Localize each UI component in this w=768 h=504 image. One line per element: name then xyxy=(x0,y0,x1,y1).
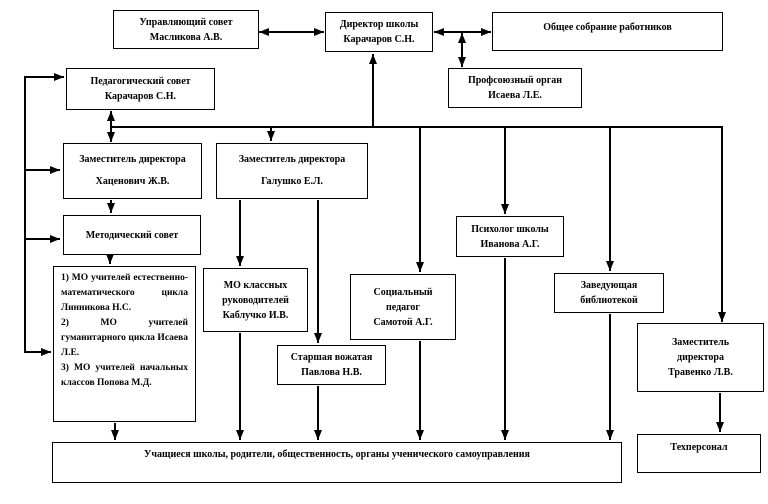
node-mo-list-label: 1) МО учителей естественно-математическо… xyxy=(61,273,188,388)
node-deputy-galushko-label: Заместитель директора Галушко Е.Л. xyxy=(238,154,346,187)
node-senior-counselor-label: Старшая вожатая Павлова Н.В. xyxy=(290,352,373,378)
node-tech-staff-label: Техперсонал xyxy=(670,442,728,453)
node-psychologist: Психолог школы Иванова А.Г. xyxy=(456,216,564,257)
node-librarian-label: Заведующая библиотекой xyxy=(580,280,638,306)
node-psychologist-label: Психолог школы Иванова А.Г. xyxy=(471,223,549,250)
node-students: Учащиеся школы, родители, общественность… xyxy=(52,442,622,483)
node-director: Директор школы Карачаров С.Н. xyxy=(325,12,433,52)
node-trade-union: Профсоюзный орган Исаева Л.Е. xyxy=(448,68,582,108)
node-deputy-galushko: Заместитель директора Галушко Е.Л. xyxy=(216,143,368,199)
node-governing-council-label: Управляющий совет Масликова А.В. xyxy=(139,16,233,43)
node-trade-union-label: Профсоюзный орган Исаева Л.Е. xyxy=(467,75,563,101)
node-deputy-travenko: Заместитель директора Травенко Л.В. xyxy=(637,323,764,392)
node-deputy-travenko-label: Заместитель директора Травенко Л.В. xyxy=(668,337,733,378)
node-pedagogical-council: Педагогический совет Карачаров С.Н. xyxy=(66,68,215,110)
node-methodical-council-label: Методический совет xyxy=(85,229,179,241)
node-social-pedagogue-label: Социальный педагог Самотой А.Г. xyxy=(373,286,433,328)
node-mo-class-teachers-label: МО классных руководителей Каблучко И.В. xyxy=(222,279,289,321)
node-mo-class-teachers: МО классных руководителей Каблучко И.В. xyxy=(203,268,308,332)
node-social-pedagogue: Социальный педагог Самотой А.Г. xyxy=(350,274,456,340)
node-mo-list: 1) МО учителей естественно-математическо… xyxy=(53,266,196,422)
node-librarian: Заведующая библиотекой xyxy=(554,273,664,313)
node-tech-staff: Техперсонал xyxy=(637,434,761,473)
node-deputy-khatsenovich: Заместитель директора Хаценович Ж.В. xyxy=(63,143,202,199)
node-general-assembly: Общее собрание работников xyxy=(492,12,723,51)
node-students-label: Учащиеся школы, родители, общественность… xyxy=(144,449,530,460)
node-methodical-council: Методический совет xyxy=(63,215,201,255)
node-general-assembly-label: Общее собрание работников xyxy=(543,22,672,33)
node-governing-council: Управляющий совет Масликова А.В. xyxy=(113,10,259,49)
node-director-label: Директор школы Карачаров С.Н. xyxy=(339,19,419,45)
node-pedagogical-council-label: Педагогический совет Карачаров С.Н. xyxy=(90,76,191,102)
node-senior-counselor: Старшая вожатая Павлова Н.В. xyxy=(277,345,386,385)
node-deputy-khatsenovich-label: Заместитель директора Хаценович Ж.В. xyxy=(79,154,186,187)
